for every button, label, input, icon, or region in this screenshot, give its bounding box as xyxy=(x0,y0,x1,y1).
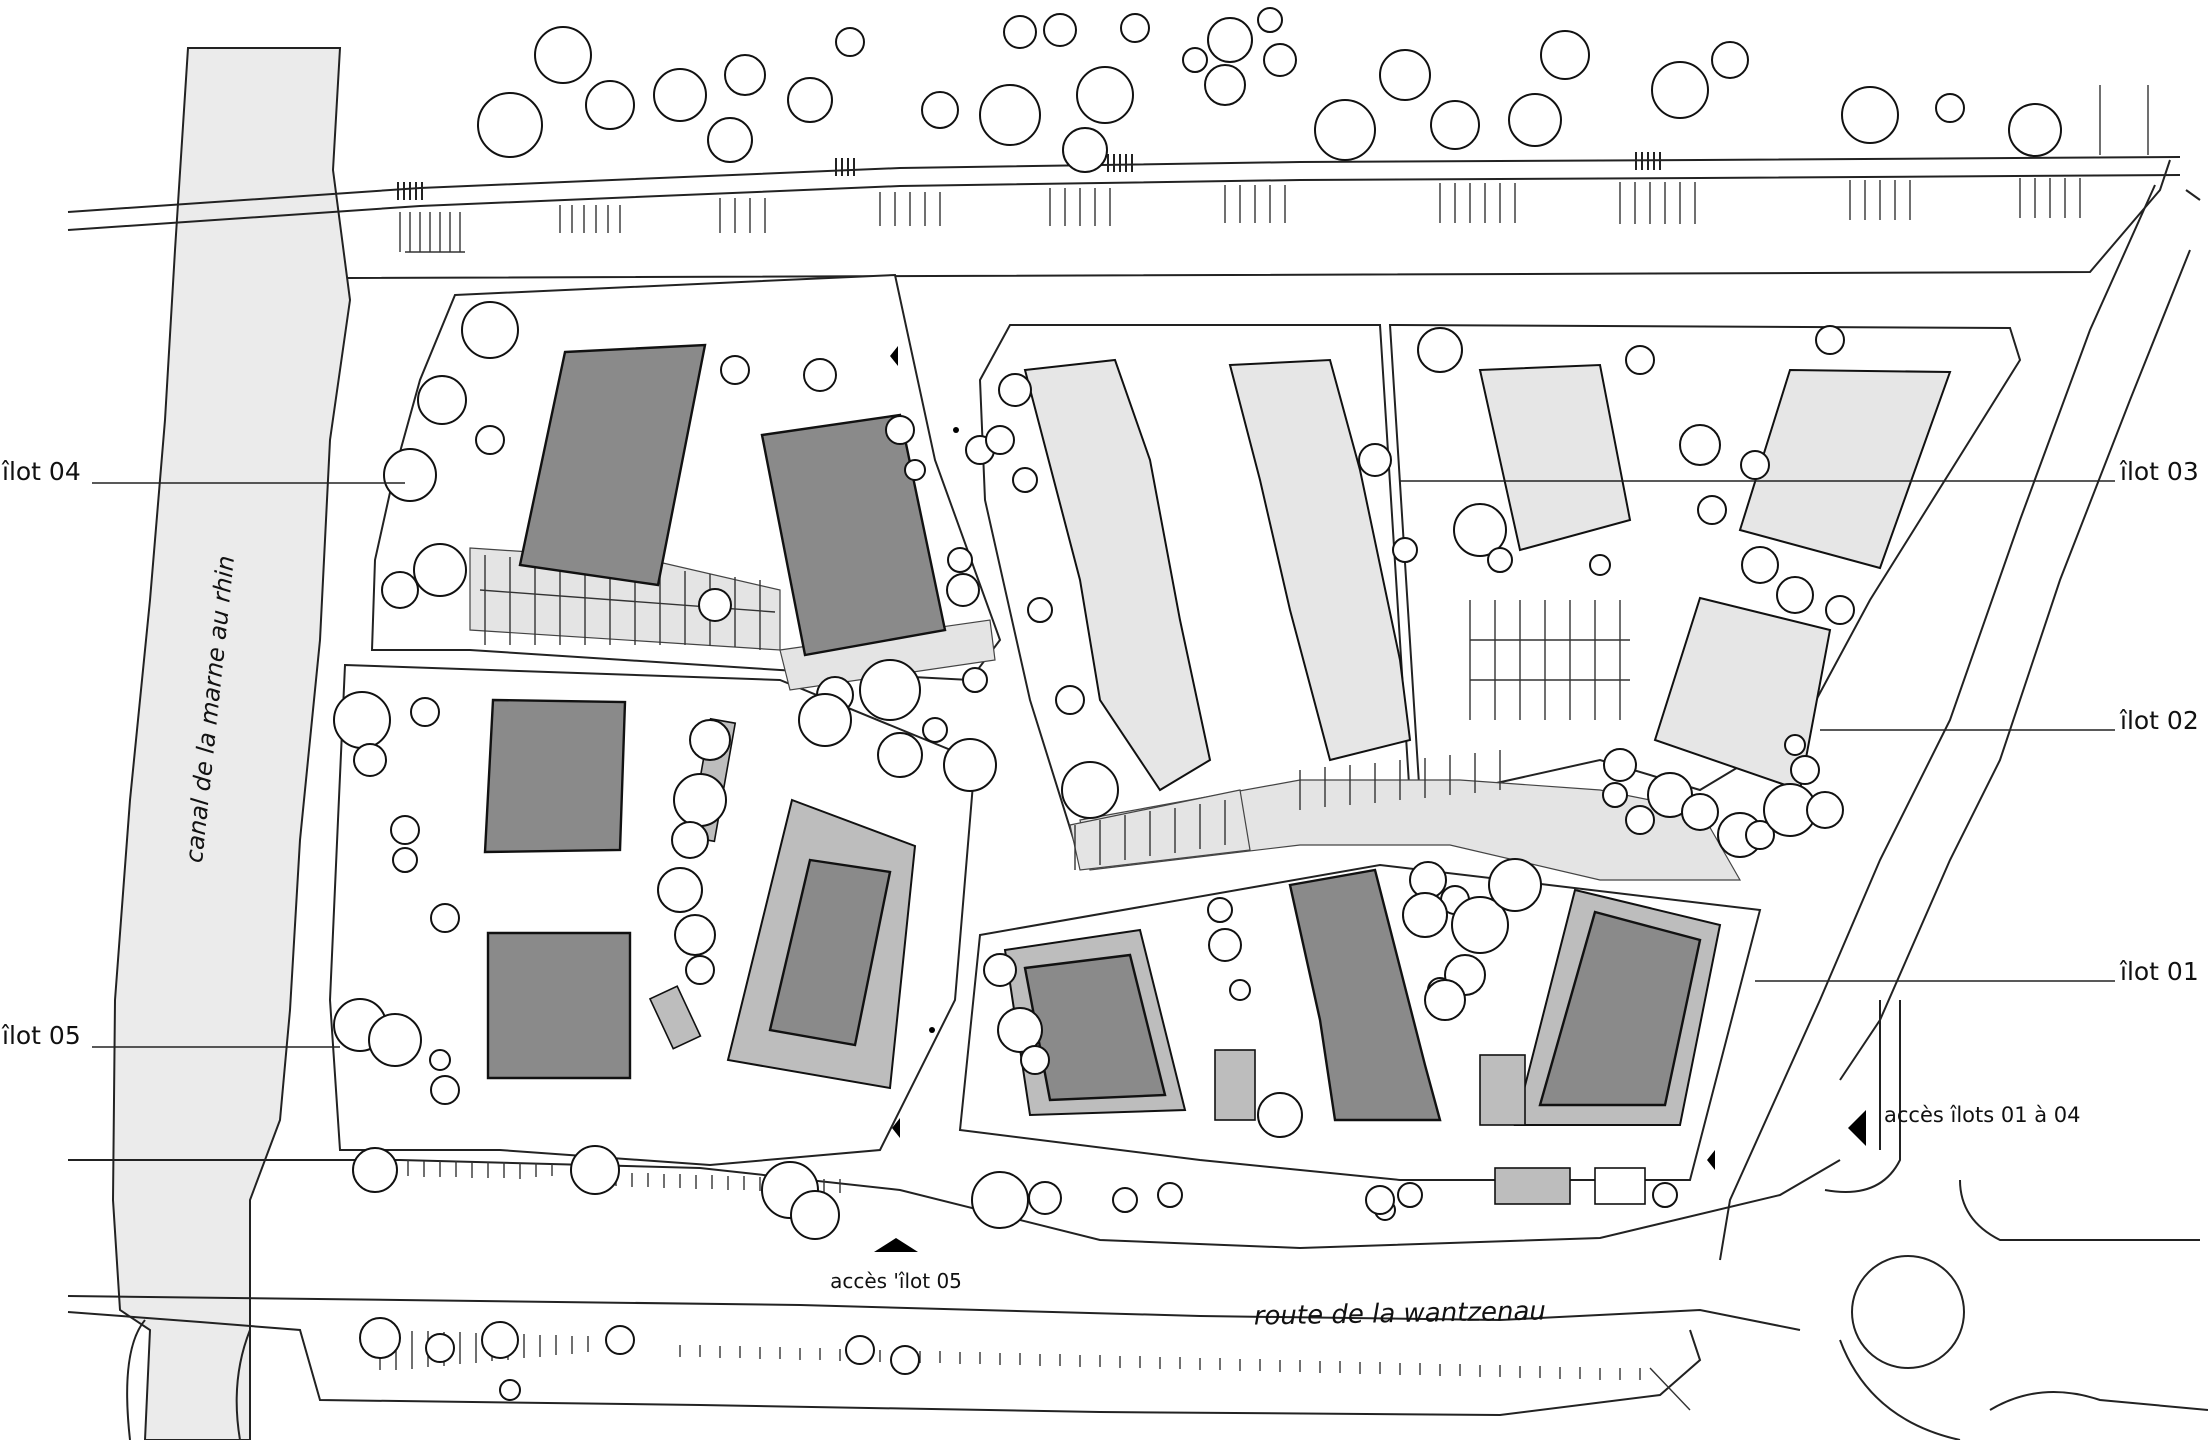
building-ilot01-b xyxy=(1288,868,1442,1122)
label-ilot05: îlot 05 xyxy=(1,1021,81,1050)
building-ilot05-b xyxy=(486,931,632,1080)
building-ilot04-b xyxy=(760,413,947,657)
label-ilot02: îlot 02 xyxy=(2119,706,2199,735)
triangle-arrow-icon xyxy=(1848,1110,1866,1146)
label-ilot03: îlot 03 xyxy=(2119,457,2199,486)
building-ilot03-b xyxy=(1228,358,1412,762)
canal xyxy=(111,47,352,1440)
access-label-ilot-05: accès 'îlot 05 xyxy=(830,1269,962,1293)
access-label-ilots-01-04: accès îlots 01 à 04 xyxy=(1884,1103,2081,1127)
main-road xyxy=(67,1159,1841,1440)
building-ilot05-a xyxy=(483,698,627,854)
label-ilot01: îlot 01 xyxy=(2119,957,2199,986)
building-ilot04-a xyxy=(518,343,707,587)
buildings xyxy=(483,343,1952,1205)
building-ilot03-c xyxy=(1478,363,1632,552)
road-label: route de la wantzenau xyxy=(1254,1296,1547,1331)
roundabout xyxy=(1824,1000,2208,1440)
access-markers xyxy=(874,346,1866,1252)
leader-lines xyxy=(92,480,2115,1048)
label-ilot04: îlot 04 xyxy=(1,457,81,486)
trees xyxy=(333,7,2062,1401)
triangle-arrow-icon xyxy=(874,1238,918,1252)
walkways xyxy=(469,547,1742,881)
building-ilot03-a xyxy=(1023,358,1212,792)
